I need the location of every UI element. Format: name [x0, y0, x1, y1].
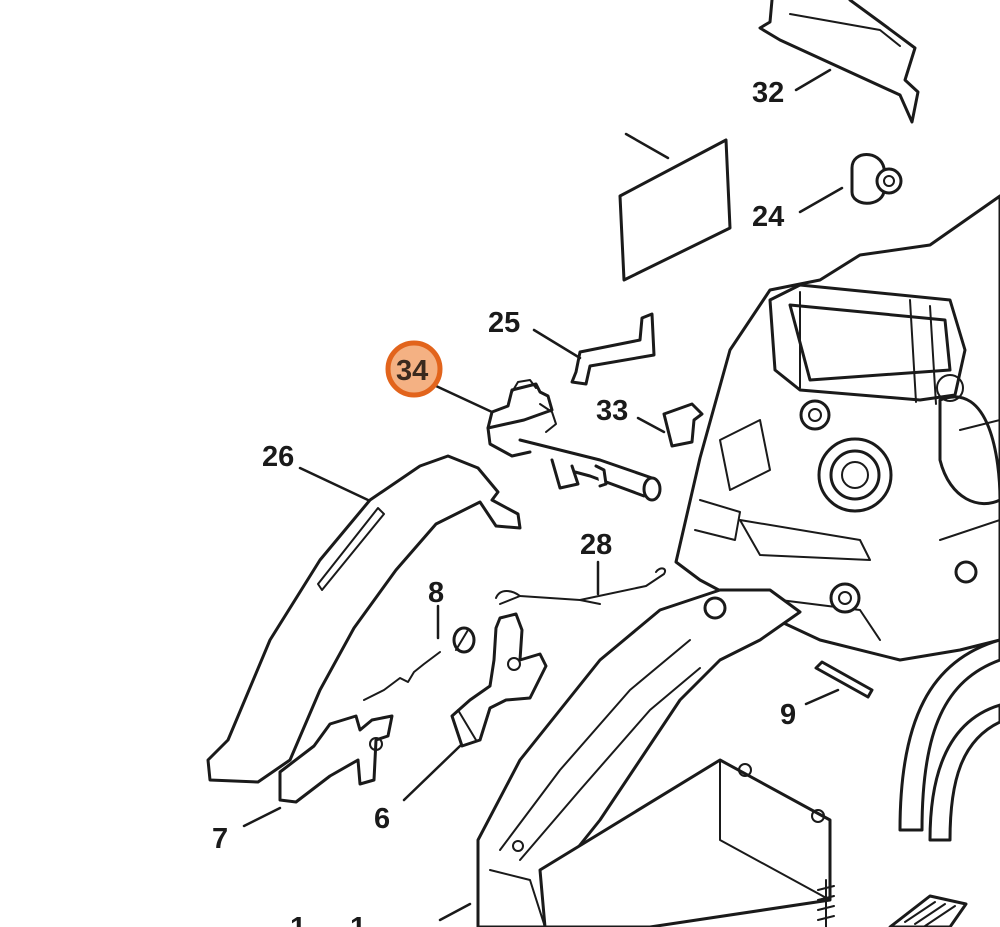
- part-25-bracket[interactable]: [570, 312, 656, 386]
- part-26-handle-cover[interactable]: [206, 454, 522, 784]
- decal-leader: [624, 132, 670, 160]
- callout-34-highlight-circle[interactable]: [385, 340, 443, 398]
- leader-33: [636, 416, 666, 434]
- callout-25[interactable]: 25: [488, 307, 520, 339]
- callout-33[interactable]: 33: [596, 395, 628, 427]
- part-34-throttle-shaft[interactable]: [486, 379, 662, 502]
- callout-8[interactable]: 8: [428, 577, 444, 609]
- leader-24: [798, 186, 844, 214]
- leader-7: [242, 806, 282, 828]
- callout-1b-partial[interactable]: 1: [350, 912, 366, 927]
- leader-lines: [242, 68, 844, 922]
- callout-26[interactable]: 26: [262, 441, 294, 473]
- part-32-cover[interactable]: [758, 0, 920, 124]
- leader-6: [402, 744, 462, 802]
- part-7-interlock-lever[interactable]: [278, 714, 394, 804]
- callout-34[interactable]: 34: [396, 355, 428, 387]
- part-6-throttle-trigger[interactable]: [450, 612, 548, 748]
- callout-32[interactable]: 32: [752, 77, 784, 109]
- grille-plate[interactable]: [888, 894, 968, 927]
- screw[interactable]: [817, 879, 835, 927]
- part-28-spring-wire[interactable]: [495, 567, 666, 605]
- leader-26: [298, 466, 370, 502]
- callout-1-partial[interactable]: 1: [290, 912, 306, 927]
- leader-34: [434, 384, 494, 414]
- part-9-pin[interactable]: [814, 660, 874, 699]
- leader-9: [804, 688, 840, 706]
- filter-box[interactable]: [538, 758, 832, 927]
- callout-28[interactable]: 28: [580, 529, 612, 561]
- leader-25: [532, 328, 582, 360]
- callout-6[interactable]: 6: [374, 803, 390, 835]
- callout-7[interactable]: 7: [212, 823, 228, 855]
- part-33-clip[interactable]: [662, 402, 704, 448]
- part-24-nut[interactable]: [850, 153, 903, 205]
- callout-24[interactable]: 24: [752, 201, 784, 233]
- decal-plate[interactable]: [618, 138, 732, 282]
- part-8-spring[interactable]: [363, 626, 476, 701]
- leader-1: [438, 902, 472, 922]
- fuel-hose[interactable]: [898, 638, 1000, 842]
- callout-9[interactable]: 9: [780, 699, 796, 731]
- main-housing[interactable]: [674, 194, 1000, 662]
- callout-labels: 32 24 25 34 33 26 28 8 9 6 7 1 1: [212, 77, 796, 927]
- leader-32: [794, 68, 832, 92]
